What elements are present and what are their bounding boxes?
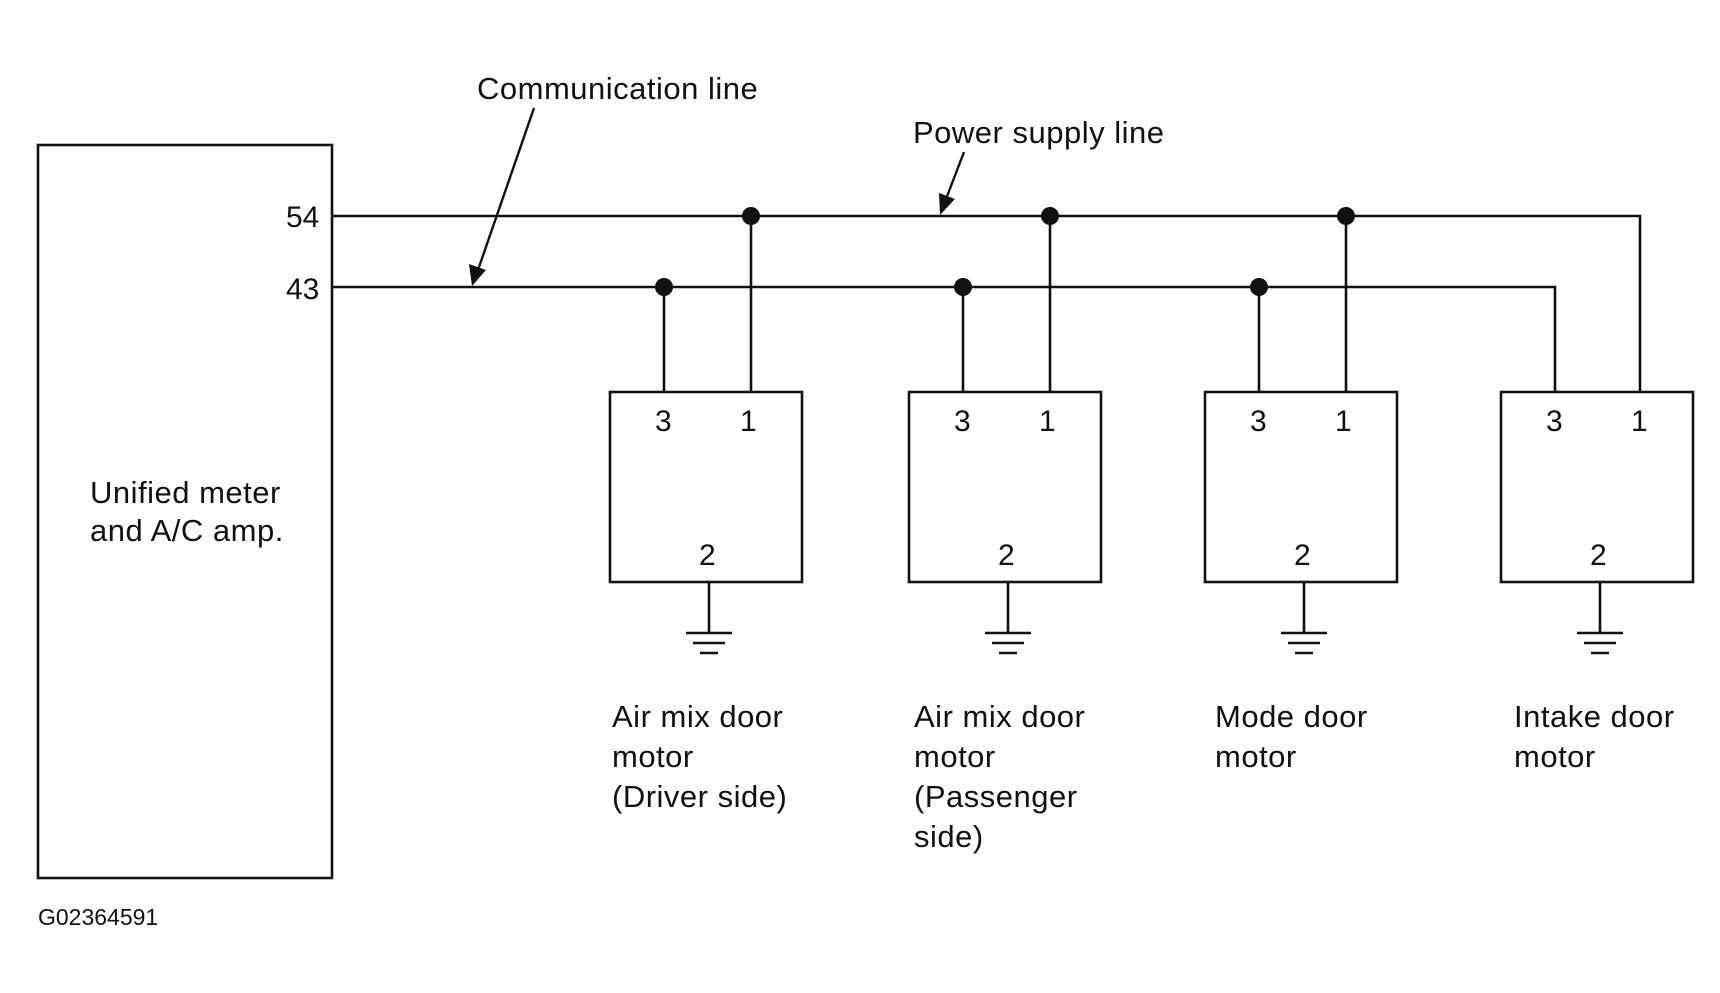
communication-line-arrow-icon [469, 107, 536, 286]
junction-dot [1250, 278, 1268, 296]
pin-label: 3 [655, 405, 672, 438]
junction-dot [742, 207, 760, 225]
ground-icon [985, 631, 1031, 655]
motor-intake-door: 3 1 2 Intake door motor [1499, 390, 1695, 774]
power-supply-line-arrow-icon [939, 151, 966, 215]
motor-name-line: Intake door [1514, 699, 1675, 734]
power-supply-line [332, 214, 1642, 392]
pin-label: 1 [1039, 405, 1056, 438]
motor-name-line: (Passenger [914, 779, 1078, 814]
pin-label: 2 [998, 539, 1015, 572]
motor-name-line: Mode door [1215, 699, 1368, 734]
ground-icon [686, 631, 732, 655]
amp-label-line1: Unified meter [90, 475, 281, 510]
pin-label: 1 [1631, 405, 1648, 438]
junction-dot [1041, 207, 1059, 225]
ground-icon [1577, 631, 1623, 655]
pin-label: 3 [1546, 405, 1563, 438]
motor-name-line: motor [1514, 739, 1596, 774]
pin-label: 2 [699, 539, 716, 572]
pin-label: 2 [1294, 539, 1311, 572]
junction-dot [954, 278, 972, 296]
motor-mode-door: 3 1 2 Mode door motor [1203, 207, 1399, 774]
power-supply-line-label: Power supply line [913, 115, 1164, 150]
motor-name-line: motor [612, 739, 694, 774]
figure-code: G02364591 [38, 904, 158, 930]
communication-line-label: Communication line [477, 71, 758, 106]
motor-air-mix-driver: 3 1 2 Air mix door motor (Driver side) [608, 207, 804, 814]
amp-box [36, 143, 334, 880]
ground-icon [1281, 631, 1327, 655]
motor-name-line: (Driver side) [612, 779, 787, 814]
communication-line [332, 285, 1557, 392]
motor-air-mix-passenger: 3 1 2 Air mix door motor (Passenger side… [907, 207, 1103, 854]
pin-label: 1 [740, 405, 757, 438]
junction-dot [655, 278, 673, 296]
motor-name-line: Air mix door [612, 699, 783, 734]
pin-label: 3 [954, 405, 971, 438]
motor-name-line: motor [1215, 739, 1297, 774]
motor-name-line: motor [914, 739, 996, 774]
motor-name-line: Air mix door [914, 699, 1085, 734]
terminal-43-label: 43 [286, 273, 319, 306]
pin-label: 3 [1250, 405, 1267, 438]
pin-label: 1 [1335, 405, 1352, 438]
terminal-54-label: 54 [286, 201, 319, 234]
motor-name-line: side) [914, 819, 984, 854]
junction-dot [1337, 207, 1355, 225]
pin-label: 2 [1590, 539, 1607, 572]
amp-label-line2: and A/C amp. [90, 513, 284, 548]
